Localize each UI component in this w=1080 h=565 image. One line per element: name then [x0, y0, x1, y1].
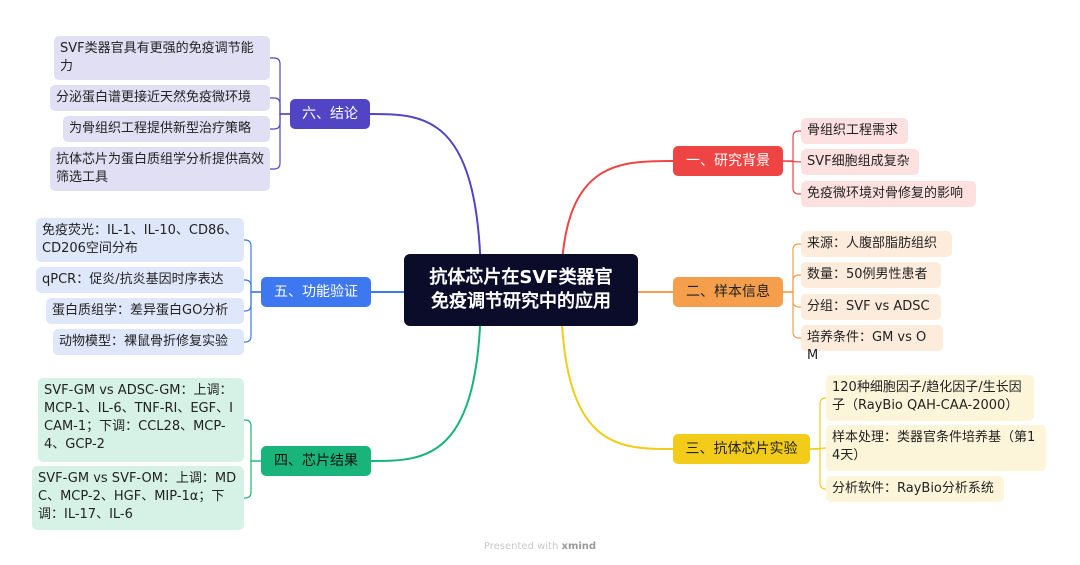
footer-brand: xmind: [561, 541, 597, 552]
leaf-svf-vs-adsc-result[interactable]: SVF-GM vs ADSC-GM：上调：MCP-1、IL-6、TNF-RI、E…: [38, 378, 244, 462]
connector-b2-leaf-2: [782, 291, 802, 308]
connector-b5-leaf-2: [243, 291, 262, 312]
connector-root-b4: [370, 289, 482, 462]
connector-b5-leaf-0: [243, 239, 262, 293]
branch-conclusion[interactable]: 六、结论: [290, 99, 370, 129]
connector-b2-leaf-0: [782, 243, 802, 293]
leaf-analysis-software[interactable]: 分析软件：RayBio分析系统: [826, 476, 1004, 502]
leaf-proteomics[interactable]: 蛋白质组学：差异蛋白GO分析: [46, 298, 244, 324]
connector-b3-leaf-2: [809, 448, 827, 490]
xmind-footer: Presented with xmind: [0, 541, 1080, 552]
branch-antibody-array-experiment[interactable]: 三、抗体芯片实验: [673, 434, 810, 464]
connector-root-b6: [369, 113, 482, 291]
leaf-svf-composition[interactable]: SVF细胞组成复杂: [801, 149, 919, 175]
connector-b1-leaf-0: [782, 130, 802, 162]
branch-sample-info[interactable]: 二、样本信息: [673, 277, 783, 307]
leaf-new-therapy-strategy[interactable]: 为骨组织工程提供新型治疗策略: [63, 116, 270, 142]
connector-root-b1: [560, 160, 674, 291]
leaf-stronger-immunomodulation[interactable]: SVF类器官具有更强的免疫调节能力: [54, 36, 270, 80]
leaf-sample-count[interactable]: 数量：50例男性患者: [801, 262, 941, 288]
connector-b2-leaf-3: [782, 291, 802, 339]
connector-b4-leaf-1: [243, 460, 262, 499]
leaf-culture-conditions[interactable]: 培养条件：GM vs OM: [801, 325, 943, 363]
connector-root-b3: [560, 289, 674, 450]
branch-functional-validation[interactable]: 五、功能验证: [261, 277, 371, 307]
connector-b3-leaf-0: [809, 397, 827, 450]
leaf-immune-microenvironment[interactable]: 免疫微环境对骨修复的影响: [801, 181, 976, 207]
leaf-sample-processing[interactable]: 样本处理：类器官条件培养基（第14天）: [826, 425, 1046, 471]
connector-b4-leaf-0: [243, 419, 262, 462]
leaf-sample-groups[interactable]: 分组：SVF vs ADSC: [801, 294, 941, 320]
root-topic[interactable]: 抗体芯片在SVF类器官 免疫调节研究中的应用: [404, 254, 638, 326]
leaf-bone-tissue-demand[interactable]: 骨组织工程需求: [801, 118, 908, 144]
leaf-cytokine-panel[interactable]: 120种细胞因子/趋化因子/生长因子（RayBio QAH-CAA-2000）: [826, 375, 1034, 421]
leaf-immunofluorescence[interactable]: 免疫荧光：IL-1、IL-10、CD86、CD206空间分布: [36, 218, 244, 262]
leaf-animal-model[interactable]: 动物模型：裸鼠骨折修复实验: [53, 329, 244, 355]
root-title-line-2: 免疫调节研究中的应用: [430, 291, 611, 312]
footer-prefix: Presented with: [483, 541, 562, 552]
leaf-secretome-closer[interactable]: 分泌蛋白谱更接近天然免疫微环境: [50, 85, 270, 111]
connector-b6-leaf-1: [269, 97, 291, 115]
connector-b2-leaf-1: [782, 274, 802, 293]
connector-b5-leaf-1: [243, 279, 262, 293]
root-title-line-1: 抗体芯片在SVF类器官: [429, 267, 613, 288]
connector-b6-leaf-0: [269, 57, 291, 115]
connector-b1-leaf-2: [782, 160, 802, 195]
connector-b6-leaf-3: [269, 113, 291, 170]
leaf-gm-vs-om-result[interactable]: SVF-GM vs SVF-OM：上调：MDC、MCP-2、HGF、MIP-1α…: [32, 466, 244, 530]
connector-b5-leaf-3: [243, 291, 262, 343]
leaf-sample-source[interactable]: 来源：人腹部脂肪组织: [801, 231, 952, 257]
branch-array-results[interactable]: 四、芯片结果: [261, 446, 371, 476]
leaf-efficient-screening-tool[interactable]: 抗体芯片为蛋白质组学分析提供高效筛选工具: [50, 147, 270, 191]
leaf-qpcr[interactable]: qPCR：促炎/抗炎基因时序表达: [36, 267, 244, 293]
branch-research-background[interactable]: 一、研究背景: [673, 146, 783, 176]
